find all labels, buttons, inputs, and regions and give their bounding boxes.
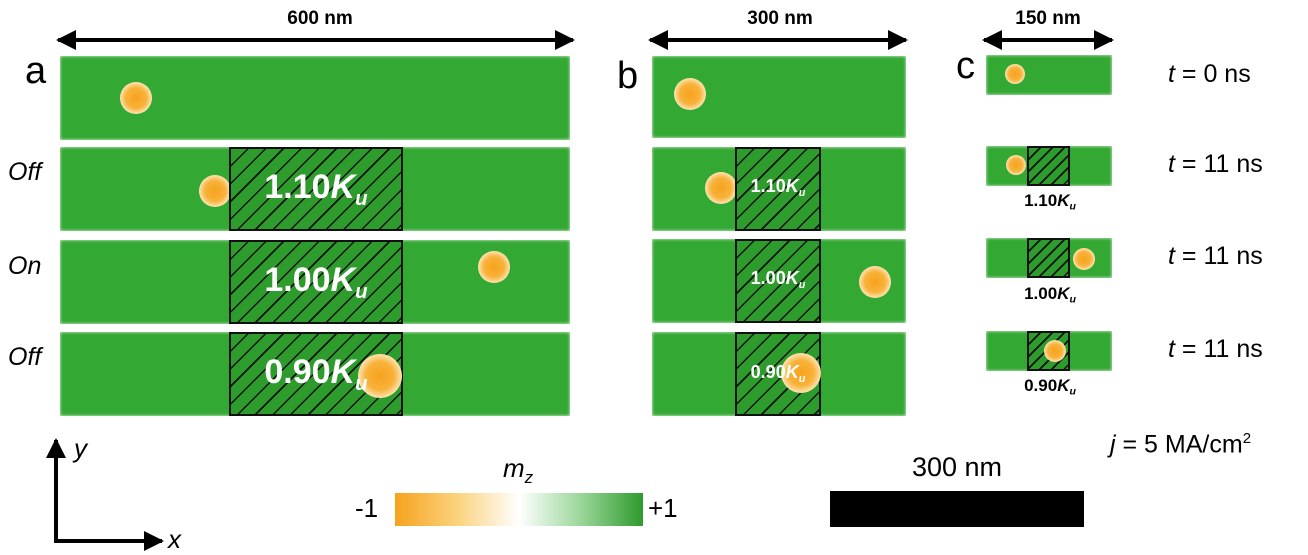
- anisotropy-label-c-row3: 0.90Ku: [1024, 376, 1076, 398]
- skyrmion-c-row3: [1044, 340, 1066, 362]
- gate-region-b-row2: [735, 239, 821, 323]
- anisotropy-label-a-row1: 1.10Ku: [264, 168, 368, 211]
- gate-region-c-row1: [1027, 146, 1070, 186]
- skyrmion-b-row2: [859, 266, 891, 298]
- anisotropy-label-b-row1: 1.10Ku: [750, 176, 806, 199]
- skyrmion-a-row3: [358, 354, 402, 398]
- time-label-row3: t = 11 ns: [1168, 335, 1263, 363]
- current-density-label: j = 5 MA/cm2: [1110, 430, 1252, 459]
- time-label-row1: t = 11 ns: [1168, 150, 1263, 178]
- state-label-row2: On: [8, 252, 42, 280]
- skyrmion-c-row0: [1005, 64, 1025, 84]
- width-label-c: 150 nm: [1015, 8, 1081, 29]
- colorbar-max-label: +1: [648, 493, 678, 523]
- skyrmion-b-row0: [674, 78, 706, 110]
- scalebar: [830, 491, 1084, 527]
- skyrmion-c-row1: [1006, 155, 1026, 175]
- skyrmion-c-row2: [1073, 248, 1095, 270]
- colorbar-min-label: -1: [355, 493, 379, 523]
- width-label-a: 600 nm: [287, 8, 353, 29]
- colorbar-label: mz: [503, 453, 534, 488]
- x-axis-label: x: [168, 524, 181, 554]
- anisotropy-label-b-row2: 1.00Ku: [750, 268, 806, 291]
- y-axis-label: y: [74, 433, 87, 463]
- scalebar-label: 300 nm: [911, 452, 1003, 482]
- anisotropy-label-a-row3: 0.90Ku: [264, 353, 368, 396]
- panel-letter-c: c: [956, 45, 975, 87]
- gate-region-a-row1: [229, 147, 403, 231]
- gate-region-c-row2: [1027, 238, 1070, 278]
- anisotropy-label-c-row2: 1.00Ku: [1024, 284, 1076, 306]
- panel-letter-b: b: [617, 55, 639, 97]
- anisotropy-label-c-row1: 1.10Ku: [1024, 191, 1076, 213]
- skyrmion-b-row1: [705, 172, 737, 204]
- skyrmion-a-row2: [478, 251, 510, 283]
- gate-region-a-row2: [229, 240, 403, 324]
- width-label-b: 300 nm: [747, 8, 813, 29]
- colorbar: [395, 493, 643, 526]
- skyrmion-a-row1: [199, 175, 231, 207]
- anisotropy-label-a-row2: 1.00Ku: [264, 261, 368, 304]
- time-label-row2: t = 11 ns: [1168, 242, 1263, 270]
- state-label-row3: Off: [8, 343, 42, 371]
- panel-letter-a: a: [25, 50, 47, 92]
- skyrmion-b-row3: [781, 353, 821, 393]
- gate-region-b-row1: [735, 147, 821, 231]
- anisotropy-label-b-row3: 0.90Ku: [750, 362, 806, 385]
- time-label-row0: t = 0 ns: [1168, 60, 1251, 88]
- state-label-row1: Off: [8, 158, 42, 186]
- skyrmion-a-row0: [120, 82, 152, 114]
